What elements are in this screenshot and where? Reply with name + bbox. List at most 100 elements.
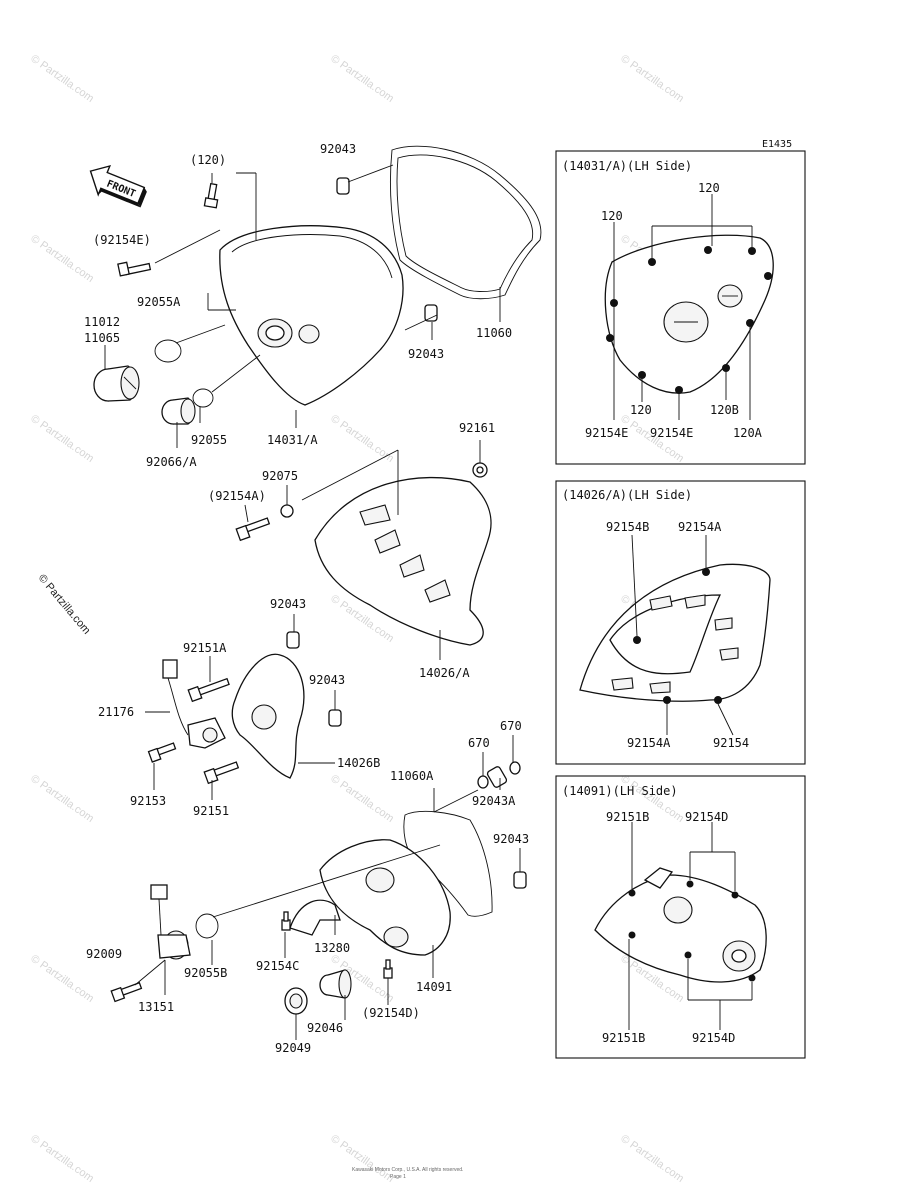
speed-sensor-21176 — [162, 659, 226, 749]
dowel-pin-92043 — [286, 631, 300, 649]
sensor-13151 — [150, 884, 191, 960]
label-14091: 14091 — [416, 980, 452, 994]
bracket-13280 — [289, 899, 341, 936]
label-13151: 13151 — [138, 1000, 174, 1014]
bolt-92151 — [203, 761, 240, 785]
inset-cover-port — [663, 896, 693, 924]
inset-label-120: 120 — [698, 181, 720, 195]
dowel-pin-92043 — [424, 304, 438, 322]
label-11060a: 11060A — [390, 769, 434, 783]
part-labels: (120) 92043 (92154E) 11012 11065 92055A … — [84, 142, 529, 1055]
cover-vent — [374, 529, 401, 554]
label-11065: 11065 — [84, 331, 120, 345]
o-ring-92055b — [195, 913, 219, 939]
label-92055: 92055 — [191, 433, 227, 447]
bolt-92154d — [383, 959, 393, 979]
label-14026a: 14026/A — [419, 666, 470, 680]
inset-bolt-holes — [633, 568, 722, 704]
cover-edge — [231, 234, 393, 279]
sprocket-cover-14026a — [314, 476, 492, 646]
watermark: © Partzilla.com — [28, 773, 96, 825]
watermark: © Partzilla.com — [28, 1133, 96, 1185]
inset-label-92154a: 92154A — [627, 736, 671, 750]
bolt-92153 — [147, 742, 177, 763]
inset-label-92154d: 92154D — [692, 1031, 735, 1045]
dowel-pin-92043 — [513, 871, 527, 889]
label-92154a: (92154A) — [208, 489, 266, 503]
o-ring-92055 — [192, 388, 214, 408]
label-11012: 11012 — [84, 315, 120, 329]
inset-label-120: 120 — [630, 403, 652, 417]
label-92154e: (92154E) — [93, 233, 151, 247]
inset-label-92154e: 92154E — [650, 426, 693, 440]
clutch-cover-14031a — [219, 225, 404, 406]
label-120: (120) — [190, 153, 226, 167]
label-11060: 11060 — [476, 326, 512, 340]
inset-cover-port-inner — [731, 949, 747, 963]
watermark: © Partzilla.com — [328, 53, 396, 105]
bracket-hole — [251, 704, 277, 730]
inset-leader-lines — [628, 822, 753, 1030]
label-92049: 92049 — [275, 1041, 311, 1055]
leader-lines — [104, 164, 521, 1040]
footer-copyright: Kawasaki Motors Corp., U.S.A. All rights… — [352, 1167, 463, 1173]
inset-label-92154d: 92154D — [685, 810, 728, 824]
watermark: © Partzilla.com — [618, 1133, 686, 1185]
inset-label-92151b: 92151B — [606, 810, 649, 824]
label-13280: 13280 — [314, 941, 350, 955]
bolt-120 — [203, 182, 219, 209]
label-92046: 92046 — [307, 1021, 343, 1035]
cover-port-small — [298, 324, 320, 344]
label-92161: 92161 — [459, 421, 495, 435]
gasket-11060-inner — [396, 154, 534, 292]
inset-14031a-lh-side: (14031/A)(LH Side) 120 120 120 120B 9 — [555, 150, 806, 465]
plug-11012 — [93, 365, 140, 402]
inset-14091-lh-side: (14091)(LH Side) 92151B 92154D 92151B 92… — [555, 775, 806, 1059]
watermark: © Partzilla.com — [28, 413, 96, 465]
inset-cover-tab — [643, 867, 674, 889]
cover-port-inner — [265, 325, 285, 341]
label-92151a: 92151A — [183, 641, 227, 655]
label-670: 670 — [468, 736, 490, 750]
label-14026b: 14026B — [337, 756, 380, 770]
gasket-11060 — [389, 145, 542, 300]
cover-14091 — [319, 839, 451, 956]
label-92009: 92009 — [86, 947, 122, 961]
cover-vent — [359, 504, 391, 526]
inset-label-92154b: 92154B — [606, 520, 649, 534]
label-92066a: 92066/A — [146, 455, 197, 469]
collar-92046 — [319, 969, 352, 999]
watermark: © Partzilla.com — [618, 53, 686, 105]
label-92043: 92043 — [320, 142, 356, 156]
bolt-92151a — [187, 677, 230, 703]
label-92055a: 92055A — [137, 295, 181, 309]
watermark-side: © Partzilla.com — [36, 572, 93, 636]
label-92154d: (92154D) — [362, 1006, 420, 1020]
label-92043a: 92043A — [472, 794, 516, 808]
label-14031a: 14031/A — [267, 433, 318, 447]
label-92043: 92043 — [309, 673, 345, 687]
inset-label-120a: 120A — [733, 426, 763, 440]
bolt-92009 — [110, 981, 143, 1003]
o-ring-92055a — [154, 339, 182, 363]
label-92075: 92075 — [262, 469, 298, 483]
cap-92066a — [161, 397, 196, 425]
inset-title: (14026/A)(LH Side) — [562, 488, 692, 502]
bolt-92154a — [235, 517, 271, 542]
label-670: 670 — [500, 719, 522, 733]
front-arrow-icon: FRONT — [89, 164, 147, 208]
dowel-pin-92043 — [336, 177, 350, 195]
footer-line2: Page 1 — [390, 1174, 406, 1180]
cover-14091-port — [383, 926, 409, 948]
bolt-92154c — [281, 911, 291, 931]
inset-label-120b: 120B — [710, 403, 739, 417]
diagram-code: E1435 — [762, 139, 792, 150]
inset-label-92151b: 92151B — [602, 1031, 645, 1045]
watermark: © Partzilla.com — [328, 1133, 396, 1185]
inset-leader-lines — [613, 194, 753, 420]
cover-14091-port — [365, 867, 395, 893]
label-92043: 92043 — [408, 347, 444, 361]
washer-670 — [509, 761, 521, 775]
nut-92161 — [472, 462, 488, 478]
